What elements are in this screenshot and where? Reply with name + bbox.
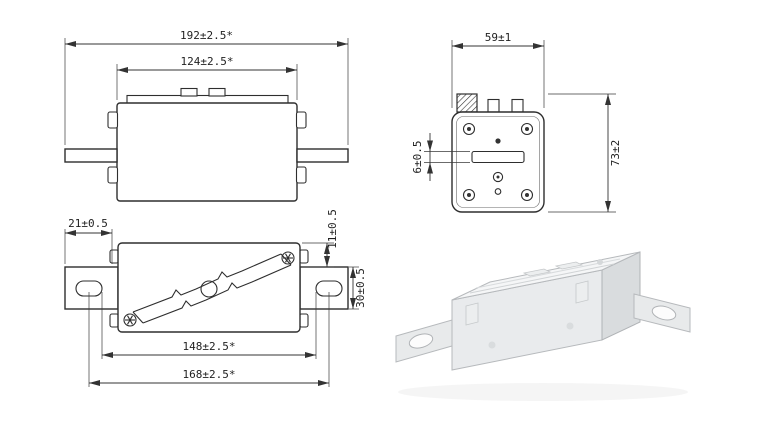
torx-screw-upper (281, 251, 295, 265)
dim-hole-inner: 148±2.5* (101, 292, 317, 359)
torx-screw-lower (123, 313, 137, 327)
dim-total-width: 192±2.5* (64, 29, 349, 145)
dim-label-hole-inner: 148±2.5* (183, 340, 236, 353)
top-view: 21±0.5 11±0.5 30±0.5 148±2.5* 168±2.5* (64, 209, 367, 387)
right-clip-lower (295, 166, 307, 184)
indicator-dot (495, 138, 501, 144)
blade-section-hatch (456, 93, 478, 113)
top-clip-lr (298, 313, 309, 328)
left-blade-front (64, 148, 118, 163)
dim-label-blade-width: 30±0.5 (354, 268, 367, 308)
dim-side-height: 73±2 (548, 93, 622, 213)
dim-hole-outer: 168±2.5* (88, 292, 330, 387)
small-hole (494, 188, 502, 195)
dim-label-body-width: 124±2.5* (181, 55, 234, 68)
dim-label-hole-outer: 168±2.5* (183, 368, 236, 381)
center-rivet (200, 280, 218, 298)
shadow (398, 383, 688, 401)
iso-clip-left (465, 302, 479, 326)
side-top-tab-2 (511, 98, 524, 113)
fuse-body-top (117, 242, 301, 333)
side-view: 59±1 73±2 6±0.5 (411, 31, 622, 213)
center-hole (492, 171, 504, 183)
iso-indicator (597, 259, 603, 265)
isometric-view (395, 251, 691, 401)
dim-blade-width: 30±0.5 (349, 266, 367, 310)
fuse-element-band (132, 253, 292, 324)
side-view-part (451, 93, 545, 213)
iso-top-tab-1 (522, 268, 552, 277)
dim-label-blade-end: 21±0.5 (68, 217, 108, 230)
center-slot (471, 150, 525, 164)
left-clip-lower (107, 166, 119, 184)
front-view-part (64, 87, 349, 202)
dim-side-width: 59±1 (451, 31, 545, 108)
dim-slot-height: 6±0.5 (411, 133, 470, 181)
left-clip-upper (107, 111, 119, 129)
dim-label-side-height: 73±2 (609, 140, 622, 167)
top-tab-right (208, 87, 226, 97)
iso-top-tab-2 (554, 261, 584, 270)
top-view-part (64, 242, 349, 333)
dim-label-side-width: 59±1 (485, 31, 512, 44)
right-blade-front (296, 148, 349, 163)
dim-body-width: 124±2.5* (116, 55, 298, 100)
dim-label-slot-height: 6±0.5 (411, 140, 424, 173)
iso-right-hole (651, 305, 677, 321)
front-view: 192±2.5* 124±2.5* (64, 29, 349, 202)
top-clip-ul (109, 249, 120, 264)
top-tab-left (180, 87, 198, 97)
top-clip-ur (298, 249, 309, 264)
body-inner-contour (456, 116, 540, 208)
dim-label-edge-offset: 11±0.5 (326, 209, 339, 249)
dim-edge-offset: 11±0.5 (302, 209, 339, 268)
side-top-tab-1 (487, 98, 500, 113)
top-clip-ll (109, 313, 120, 328)
dim-blade-end: 21±0.5 (64, 217, 113, 264)
iso-clip-right (575, 280, 589, 304)
dim-label-total-width: 192±2.5* (180, 29, 233, 42)
fuse-body-front (116, 102, 298, 202)
corner-screws (462, 122, 534, 202)
iso-left-hole (408, 333, 434, 349)
right-clip-upper (295, 111, 307, 129)
